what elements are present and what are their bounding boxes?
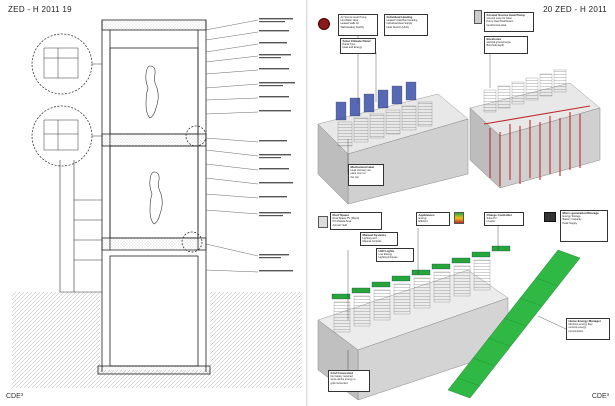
heater-unit-icon [318, 216, 328, 228]
page-gutter [306, 0, 308, 406]
diagram-bottom [317, 226, 581, 401]
energy-label-icon [454, 212, 464, 224]
note-mechanical-heat: Mechanical Heat Heat recovery via plant … [348, 164, 384, 186]
diagram-top-right [469, 42, 601, 189]
note-grid-connected: Grid Connected No battery required since… [328, 370, 370, 392]
note-appliances: Appliances Energy Efficient [416, 212, 450, 226]
note-manual-systems: Manual Systems Lighting and Manual Contr… [360, 232, 398, 246]
note-roof-space: Roof Space Roof Space PV (Mono) PV Modul… [330, 212, 382, 230]
note-home-energy-manager: Home Energy Manager Monitors energy flow… [566, 318, 610, 340]
note-boreholes: Boreholes Vertical ground loops Borehole… [484, 36, 528, 54]
page-header-right: 20 ZED - H 2011 [543, 5, 607, 14]
exterior-stair [59, 160, 102, 293]
note-ground-source: Ground Source Heat Pump Ground Loop for … [484, 12, 534, 32]
borehole-lines [483, 105, 591, 186]
note-led-lights: LED Lights Low Energy Lighting Fixtures [376, 248, 414, 262]
note-micro-generation: Micro-generation/Storage Energy Storage … [560, 210, 608, 242]
blue-unit-stack [335, 81, 417, 121]
note-air-source: Air Source Heat Pump Hot Water Heat Heat… [338, 14, 378, 36]
meter-icon [544, 212, 556, 222]
page-header-left: ZED - H 2011 19 [8, 5, 72, 14]
boiler-icon [474, 10, 482, 24]
annotation-leaders [205, 19, 259, 273]
note-charge-controller: Charge Controller Solar PV Inverter [484, 212, 524, 226]
note-individual-heating: Individual Heating Heated Underfloor Hea… [384, 14, 428, 36]
note-solar-climate: Solar Climate Panel Panel Type Heat and … [340, 38, 376, 54]
human-silhouettes [145, 65, 163, 225]
detail-circle-content [43, 47, 102, 151]
wall-section-drawing [12, 18, 302, 388]
page-footer-right: CDE³ [591, 393, 609, 400]
diagram-top-left [317, 34, 469, 205]
fan-unit-icon [318, 18, 330, 30]
annotation-text-marks [259, 18, 295, 272]
section-column [97, 19, 211, 375]
page-footer-left: CDE³ [6, 393, 24, 400]
green-pv-panels [331, 245, 511, 300]
